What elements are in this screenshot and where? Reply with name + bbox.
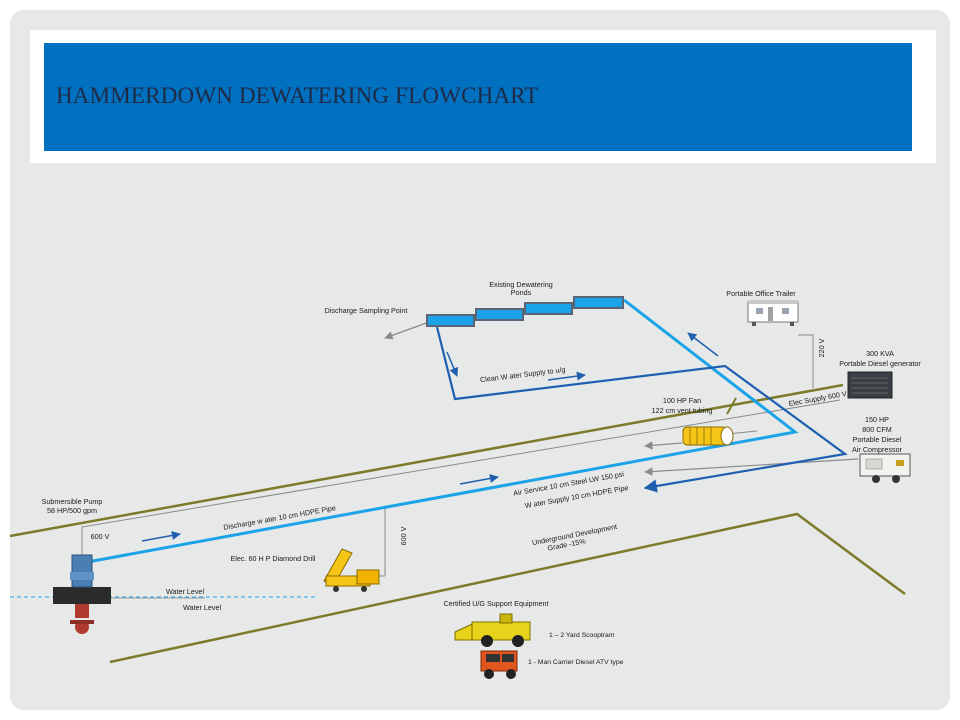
diamond-drill-label: Elec. 60 H P Diamond Drill [231,554,316,563]
discharge-sampling-label: Discharge Sampling Point [325,306,408,315]
generator-label-1: 300 KVA [866,349,894,358]
voltage-drill-label: 600 V [399,526,408,545]
scooptram-icon [454,613,531,647]
fan-duct [726,397,737,415]
title-band: HAMMERDOWN DEWATERING FLOWCHART [44,43,912,151]
scooptram-label: 1 – 2 Yard Scooptram [549,632,615,639]
voltage-220-label: 220 V [817,338,826,357]
man-carrier-icon [480,650,518,679]
discharge-pipe [81,298,799,565]
elec-supply-line [81,399,841,563]
compressor-label-1: 150 HP [865,415,889,424]
fan-label-1: 100 HP Fan [663,396,701,405]
submersible-pump-icon [53,554,111,634]
clean-water-label: Clean W ater Supply to u/g [480,365,566,384]
generator-label-2: Portable Diesel generator [839,359,921,368]
office-trailer-icon [747,300,799,326]
compressor-label-2: 800 CFM [862,425,892,434]
office-trailer-label: Portable Office Trailer [726,289,796,298]
support-equipment-label: Certified U/G Support Equipment [443,599,548,608]
clean-water-flow-arrow [446,351,459,377]
pond-2 [475,308,524,321]
pond-1 [426,314,475,327]
ponds-label-1: Existing Dewatering [489,280,553,289]
air-service-line [644,458,859,476]
elec-supply-label: Elec Supply 600 V [788,389,848,408]
fan-air-arrow [644,441,683,450]
diamond-drill-icon [323,548,380,592]
compressor-label-4: Air Compressor [852,445,903,454]
drift-wall-upper [9,383,844,538]
slide: HAMMERDOWN DEWATERING FLOWCHART [10,10,950,710]
voltage-pump-label: 600 V [91,532,110,541]
pump-label-1: Submersible Pump [42,497,103,506]
fan-label-2: 122 cm vent tubing [652,406,713,415]
pond-4 [573,296,624,309]
ponds-label-2: Ponds [511,288,532,297]
air-compressor-icon [859,453,911,483]
discharge-flow-arrow-2 [459,474,499,485]
generator-icon [847,371,893,399]
generator-trailer-line [798,334,814,388]
dewatering-ponds [426,296,624,327]
pond-3 [524,302,573,315]
page-title: HAMMERDOWN DEWATERING FLOWCHART [56,83,539,108]
fan-icon [682,426,734,446]
compressor-label-3: Portable Diesel [853,435,902,444]
discharge-flow-arrow-3 [687,332,719,357]
discharge-sampling-arrow [384,321,430,340]
pump-label-2: 58 HP/500 gpm [47,506,97,515]
clean-water-flow-arrow-2 [547,371,586,381]
water-level-label-2: Water Level [183,603,221,612]
water-level-label-1: Water Level [166,587,204,596]
clean-water-pipe [435,326,848,493]
drift-wall-lower [109,512,906,664]
discharge-flow-arrow-1 [141,531,181,542]
man-carrier-label: 1 - Man Carrier Diesel ATV type [528,659,624,666]
